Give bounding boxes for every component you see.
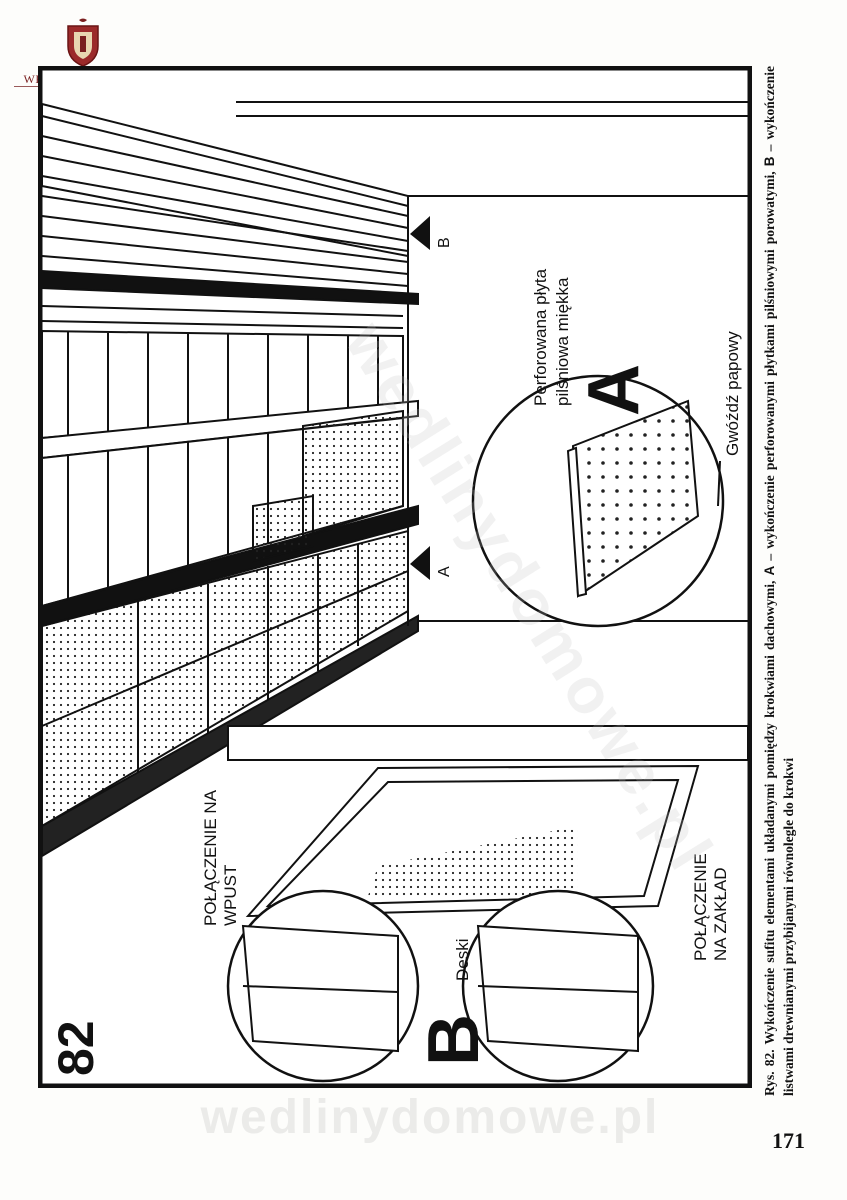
caption-text-1: Wykończenie sufitu elementami układanymi… bbox=[762, 575, 777, 1050]
caption-b-label: B bbox=[762, 156, 777, 167]
boards-label: Deski bbox=[453, 938, 472, 981]
nail-label: Gwóźdź papowy bbox=[723, 331, 742, 456]
caption-a-label: A bbox=[762, 565, 777, 576]
page-number: 171 bbox=[772, 1128, 805, 1153]
arrow-b-label: B bbox=[436, 237, 453, 248]
figure-number: 82 bbox=[48, 1020, 104, 1076]
detail-b-bottom-circle bbox=[461, 889, 655, 1083]
board-label-line1: Perforowana płyta bbox=[531, 268, 550, 406]
detail-a-letter: A bbox=[574, 364, 654, 416]
ceiling-planks bbox=[41, 102, 419, 329]
board-label-line2: pilśniowa miękka bbox=[553, 277, 572, 406]
crest-icon bbox=[67, 18, 99, 67]
ceiling-illustration: B A A Perforowana płyta pilśniowa miękka… bbox=[38, 66, 752, 1088]
tongue-groove-line2: WPUST bbox=[221, 865, 240, 926]
figure-82: B A A Perforowana płyta pilśniowa miękka… bbox=[38, 66, 752, 1088]
arrow-a-label: A bbox=[436, 566, 453, 577]
detail-b-top-circle bbox=[226, 889, 420, 1083]
caption-prefix: Rys. 82. bbox=[762, 1049, 777, 1096]
arrow-b-icon bbox=[410, 216, 430, 250]
bottom-watermark: wedlinydomowe.pl bbox=[200, 1091, 660, 1144]
overlap-line2: NA ZAKŁAD bbox=[711, 867, 730, 961]
detail-a-circle bbox=[471, 374, 725, 628]
caption-text-2: – wykończenie perforowanymi płytkami pil… bbox=[762, 166, 777, 566]
detail-b-letter: B bbox=[414, 1014, 494, 1066]
perforated-tiles bbox=[41, 409, 419, 858]
vertical-boards bbox=[41, 329, 419, 628]
arrow-a-icon bbox=[410, 546, 430, 580]
tongue-groove-line1: POŁĄCZENIE NA bbox=[201, 789, 220, 926]
wall-and-window bbox=[227, 101, 749, 918]
figure-caption: Rys. 82. Wykończenie sufitu elementami u… bbox=[760, 66, 830, 1096]
overlap-line1: POŁĄCZENIE bbox=[691, 853, 710, 961]
caption-column: Rys. 82. Wykończenie sufitu elementami u… bbox=[760, 66, 830, 1096]
